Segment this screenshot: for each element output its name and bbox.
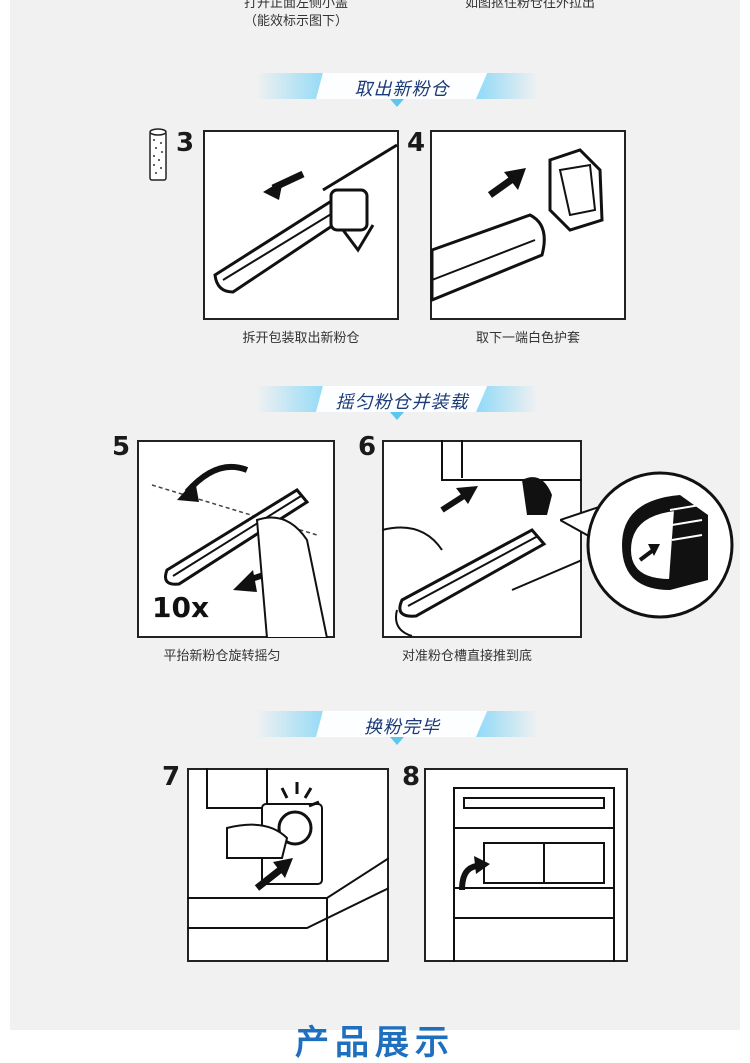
step-number: 8	[402, 762, 421, 792]
section-banner-done: 换粉完毕	[256, 711, 538, 751]
section-banner-shake-and-load: 摇匀粉仓并装载	[256, 386, 538, 426]
down-arrow-icon	[390, 412, 404, 420]
step-number: 5	[112, 432, 131, 462]
step-number: 4	[407, 128, 426, 158]
shake-count-label: 10x	[152, 591, 210, 624]
step-6-illustration	[382, 440, 582, 638]
step-5-illustration	[137, 440, 335, 638]
step-3-illustration	[203, 130, 399, 320]
step-number: 3	[176, 128, 195, 158]
section-title: 换粉完毕	[364, 717, 440, 738]
step-4-caption: 取下一端白色护套	[475, 331, 580, 346]
cartridge-bag-icon	[149, 128, 167, 181]
step-5-caption: 平抬新粉仓旋转摇匀	[163, 649, 281, 664]
step-7-illustration	[187, 768, 389, 962]
section-banner-take-out: 取出新粉仓	[256, 73, 538, 113]
step-number: 7	[162, 762, 181, 792]
step-number: 6	[358, 432, 377, 462]
down-arrow-icon	[390, 99, 404, 107]
section-title: 取出新粉仓	[354, 79, 450, 100]
top-caption-left-line1: 打开正面左侧小盖	[243, 0, 348, 11]
down-arrow-icon	[390, 737, 404, 745]
step-3-caption: 拆开包装取出新粉仓	[242, 331, 360, 346]
step-4-illustration	[430, 130, 626, 320]
top-caption-left-line2: （能效标示图下）	[243, 14, 348, 29]
top-caption-right: 如图抠住粉仓往外拉出	[464, 0, 595, 11]
zoom-detail-circle	[560, 471, 734, 619]
step-8-illustration	[424, 768, 628, 962]
section-title: 摇匀粉仓并装载	[335, 392, 469, 413]
footer-title: 产品展示	[295, 1023, 455, 1063]
step-6-caption: 对准粉仓槽直接推到底	[401, 649, 532, 664]
